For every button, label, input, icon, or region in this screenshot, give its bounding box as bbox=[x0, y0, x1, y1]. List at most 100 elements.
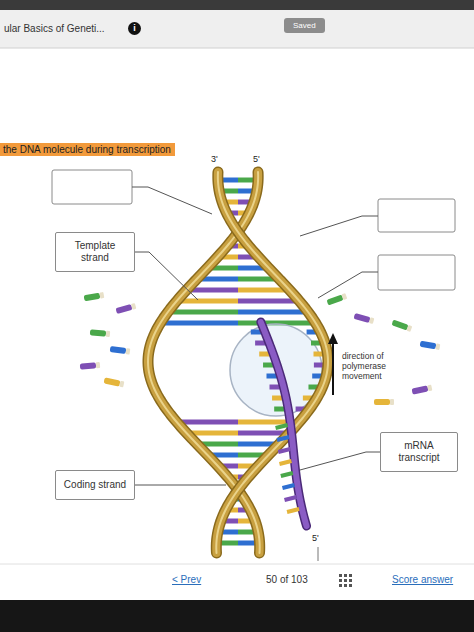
leader-line bbox=[135, 485, 226, 486]
direction-note: direction of polymerase movement bbox=[342, 352, 396, 381]
nucleotide-body bbox=[104, 377, 121, 386]
nucleotide-body bbox=[90, 329, 106, 336]
nucleotide-cap bbox=[99, 292, 104, 299]
top-bar bbox=[0, 0, 474, 10]
box-label: Template strand bbox=[66, 240, 124, 264]
nucleotide-body bbox=[391, 319, 408, 330]
nucleotide bbox=[374, 399, 394, 405]
nucleotide-body bbox=[412, 385, 429, 394]
end-leader bbox=[318, 547, 319, 561]
base bbox=[281, 473, 293, 476]
nav-link: Score answer bbox=[392, 574, 453, 586]
nucleotide-cap bbox=[126, 348, 131, 354]
strand-shine bbox=[148, 172, 260, 553]
nucleotide-cap bbox=[131, 303, 136, 310]
nucleotide-cap bbox=[390, 399, 394, 405]
nucleotide bbox=[80, 362, 100, 370]
mrna-ribbon bbox=[261, 322, 307, 526]
base bbox=[277, 437, 289, 440]
leader-line bbox=[132, 187, 212, 214]
empty-answer-box bbox=[378, 199, 455, 232]
nucleotide-cap bbox=[119, 381, 124, 388]
nucleotide bbox=[353, 313, 374, 324]
nucleotide-cap bbox=[341, 293, 347, 300]
strand-body bbox=[216, 172, 328, 553]
base bbox=[238, 299, 299, 304]
nucleotide-body bbox=[326, 294, 343, 305]
mrna-bases bbox=[276, 425, 299, 512]
nucleotide-body bbox=[80, 362, 96, 369]
nucleotide bbox=[84, 292, 105, 301]
label-box: mRNA transcript bbox=[380, 432, 458, 472]
base bbox=[285, 497, 297, 500]
strand-edge bbox=[216, 172, 328, 553]
heading-text: the DNA molecule during transcription bbox=[0, 143, 175, 156]
nucleotide-cap bbox=[435, 343, 440, 350]
nav-link: < Prev bbox=[172, 574, 201, 586]
nucleotide-cap bbox=[106, 331, 111, 337]
leader-line bbox=[300, 452, 380, 470]
label-box: Template strand bbox=[55, 232, 135, 272]
strand-end: 3' bbox=[211, 154, 218, 164]
nucleotide bbox=[391, 319, 412, 331]
leader-line bbox=[318, 272, 378, 298]
base bbox=[160, 321, 238, 326]
empty-answer-box bbox=[52, 170, 132, 204]
nucleotide bbox=[326, 293, 347, 305]
nucleotide-body bbox=[110, 346, 127, 354]
strand-end: 5' bbox=[312, 533, 319, 543]
header-band bbox=[0, 10, 474, 48]
header-rule bbox=[0, 48, 474, 49]
base bbox=[278, 449, 290, 452]
page-count: 50 of 103 bbox=[266, 574, 308, 586]
coding-strand-ribbon bbox=[148, 172, 260, 553]
bottom-bar bbox=[0, 600, 474, 632]
nucleotide-body bbox=[353, 313, 370, 323]
nucleotide bbox=[90, 329, 110, 337]
base bbox=[177, 420, 238, 425]
nucleotide-cap bbox=[406, 325, 412, 332]
label-box: Coding strand bbox=[55, 470, 135, 500]
base bbox=[276, 425, 288, 428]
footer-rule bbox=[0, 564, 474, 565]
saved-badge: Saved bbox=[284, 18, 325, 33]
base bbox=[287, 509, 299, 512]
template-strand-ribbon bbox=[216, 172, 328, 553]
nucleotide bbox=[110, 346, 131, 355]
strand-edge bbox=[148, 172, 260, 553]
free-nucleotides bbox=[80, 292, 441, 405]
nucleotide-cap bbox=[427, 385, 432, 392]
direction-arrow bbox=[332, 342, 334, 395]
info-icon: i bbox=[128, 22, 141, 35]
nucleotide-body bbox=[420, 341, 437, 350]
strand-body bbox=[148, 172, 260, 553]
base bbox=[168, 310, 238, 315]
arrow-head bbox=[328, 333, 338, 344]
leader-line bbox=[135, 252, 198, 300]
nucleotide-body bbox=[374, 399, 390, 405]
nucleotide bbox=[412, 385, 433, 395]
nucleotide-cap bbox=[369, 317, 374, 324]
strand-shine bbox=[216, 172, 328, 553]
box-label: Coding strand bbox=[61, 479, 129, 491]
empty-answer-box bbox=[378, 255, 455, 290]
leader-line bbox=[300, 216, 378, 236]
nucleotide-cap bbox=[96, 362, 101, 368]
grid-icon bbox=[339, 574, 352, 587]
nucleotide bbox=[115, 303, 136, 314]
course-title: ular Basics of Geneti... bbox=[4, 23, 105, 35]
base bbox=[279, 461, 291, 464]
mrna-edge bbox=[261, 322, 307, 526]
base bbox=[282, 485, 294, 488]
nucleotide-body bbox=[84, 293, 101, 302]
nucleotide-body bbox=[115, 304, 132, 314]
base bbox=[177, 299, 238, 304]
nucleotide bbox=[104, 377, 125, 387]
box-label: mRNA transcript bbox=[392, 440, 446, 464]
nucleotide bbox=[420, 341, 441, 350]
